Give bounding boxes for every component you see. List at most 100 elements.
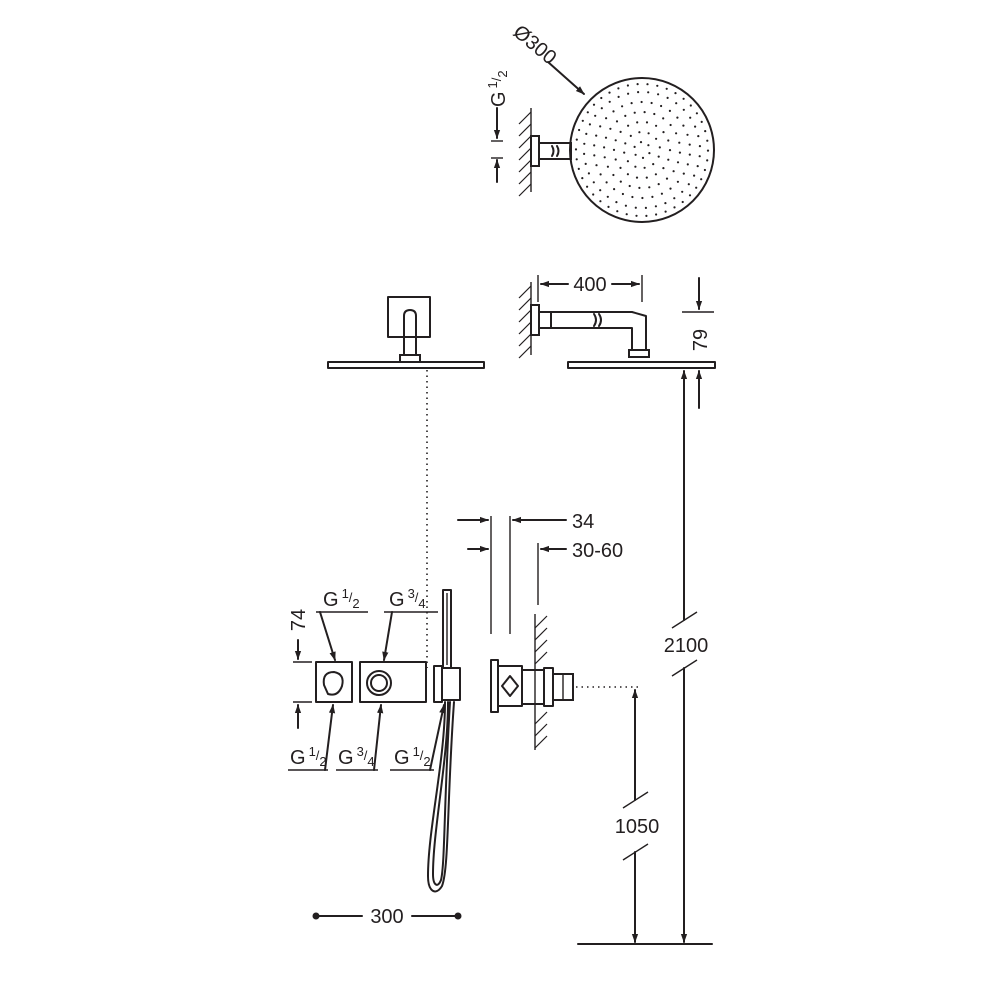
nozzle-dot [668,149,672,152]
nozzle-dot [581,119,584,122]
nozzle-dot [623,151,626,154]
nozzle-dot [704,130,707,133]
hand-shower [442,589,452,669]
nozzle-dot [666,96,669,99]
nozzle-dot [606,195,609,198]
nozzle-dot [633,145,636,148]
nozzle-dot [686,163,689,166]
nozzle-dot [676,116,679,119]
nozzle-dot [667,158,670,161]
nozzle-dot [626,84,630,87]
thermostat-plate [359,661,427,703]
nozzle-dot [656,84,659,87]
nozzle-dot [646,83,649,86]
nozzle-dot [615,201,618,204]
nozzle-dot [695,186,698,189]
nozzle-dot [588,123,592,126]
spacing-dimension: 300 [312,906,462,928]
spacing-label: 300 [370,906,403,928]
nozzle-dot [612,173,615,177]
nozzle-dot [665,177,669,180]
nozzle-dot [605,117,608,120]
nozzle-dot [624,204,628,207]
nozzle-dot [706,159,709,162]
nozzle-dot [682,124,685,127]
nozzle-dot [600,107,603,110]
nozzle-dot [645,121,649,124]
nozzle-dot [614,158,617,161]
nozzle-dot [619,166,622,169]
nozzle-dot [586,111,589,114]
nozzle-dot [593,144,596,147]
nozzle-dot [603,146,606,149]
nozzle-pattern [574,83,710,217]
nozzle-dot [643,111,646,114]
nozzle-dot [599,125,602,128]
nozzle-dot [660,104,663,108]
nozzle-dot [608,91,611,94]
plate-size-label: 74 [288,609,310,631]
nozzle-dot [694,125,697,128]
nozzle-dot [640,100,643,104]
nozzle-dot [605,181,608,184]
nozzle-dot [599,189,602,192]
nozzle-dot [645,214,648,217]
nozzle-dot [651,195,654,198]
nozzle-dot [682,108,685,111]
nozzle-dot [667,139,670,142]
head-drop-dimension: 79 [682,277,714,409]
nozzle-dot [688,194,692,197]
diverter-handle-icon [322,671,344,696]
nozzle-dot [657,93,660,96]
head-diameter-label: Ø300 [509,21,561,69]
nozzle-dot [617,95,620,98]
nozzle-dot [678,151,682,154]
nozzle-dot [624,114,627,117]
head-height-label: 2100 [664,635,709,657]
arm-length-dimension: 400 [537,274,643,302]
nozzle-dot [630,102,633,105]
nozzle-dot [621,192,625,196]
nozzle-dot [636,83,639,86]
nozzle-dot [688,143,691,146]
nozzle-dot [614,139,617,142]
nozzle-dot [638,131,641,134]
nozzle-dot [660,192,664,195]
nozzle-dot [706,139,709,142]
nozzle-dot [575,138,578,141]
nozzle-dot [693,174,696,177]
nozzle-dot [698,155,701,158]
nozzle-dot [655,124,658,127]
nozzle-dot [617,87,620,90]
outlet-elbow [433,665,443,703]
nozzle-dot [599,173,602,176]
nozzle-dot [594,114,597,117]
nozzle-dot [574,148,578,151]
nozzle-dot [669,123,672,127]
nozzle-dot [688,153,691,156]
nozzle-dot [674,92,677,95]
nozzle-dot [581,177,584,180]
nozzle-dot [593,154,596,157]
nozzle-dot [655,213,658,216]
nozzle-dot [599,200,602,203]
nozzle-dot [595,164,598,167]
nozzle-dot [695,112,699,115]
nozzle-dot [615,120,619,123]
nozzle-dot [687,183,690,186]
nozzle-dot [575,158,578,161]
nozzle-dot [584,162,587,165]
nozzle-dot [585,132,588,135]
nozzle-dot [600,96,603,100]
nozzle-dot [672,170,675,173]
nozzle-dot [648,186,651,189]
valve-height-label: 1050 [615,816,660,838]
nozzle-dot [681,190,684,193]
nozzle-dot [583,142,586,145]
nozzle-dot [703,168,707,172]
